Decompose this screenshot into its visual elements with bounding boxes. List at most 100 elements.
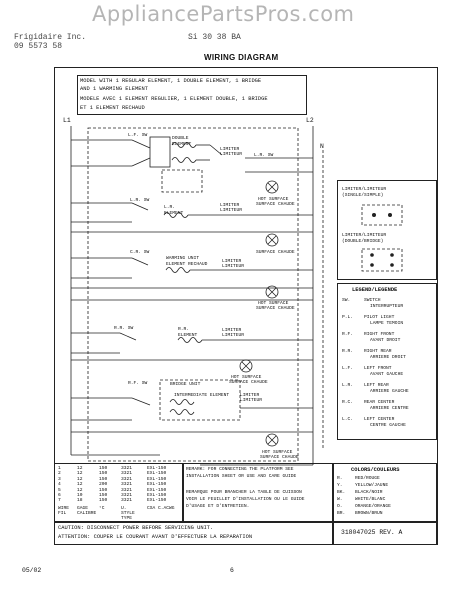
wire-table-cell: 150 [99,476,108,482]
caution-line-en: CAUTION: DISCONNECT POWER BEFORE SERVICI… [58,525,214,531]
legend-term-fr: CENTRE GAUCHE [370,423,406,428]
wire-table-cell: EXL-150 [147,466,167,471]
label-n: N [320,143,324,150]
legend-term-fr: AVANT DROIT [370,338,401,343]
colors-title: COLORS/COULEURS [351,467,400,473]
wire-table-header: GAGE CALIBRE [77,506,97,516]
component-label: L.R. [164,205,176,210]
legend-term-fr: LAMPE TEMOIN [370,321,404,326]
component-label: R.R. SW [114,326,134,331]
component-label: LIMITER [240,393,260,398]
color-name: BLACK/NOIR [355,490,383,495]
component-label: HOT SURFACE [258,197,289,202]
wire-table-cell: 3321 [121,487,133,493]
color-code: BK. [337,490,346,495]
legend-term-fr: ARRIERE CENTRE [370,406,409,411]
legend-code: P.L. [342,315,354,320]
color-name: WHITE/BLANC [355,497,386,502]
wire-table-cell: 150 [99,466,108,471]
legend-term-en: LEFT REAR [364,383,389,388]
part-number: 318047025 REV. A [341,529,403,536]
remark-line-1: REMARK: FOR CONNECTING THE PLATFORM SEE [186,467,294,472]
footer-date: 05/02 [22,567,42,574]
color-name: YELLOW/JAUNE [355,483,389,488]
legend-term-en: REAR CENTER [364,400,395,405]
limiter-double-label: LIMITER/LIMITEUR [342,233,387,238]
wire-table-cell: 3321 [121,498,133,504]
component-label: HOT SURFACE [262,450,293,455]
caution-line-fr: ATTENTION: COUPER LE COURANT AVANT D'EFF… [58,534,253,540]
label-l2: L2 [306,117,314,124]
wire-table-cell: 3321 [121,471,133,477]
component-label: SURFACE CHAUDE [256,250,295,255]
component-label: ELEMENT [178,333,198,338]
legend-term-en: RIGHT REAR [364,349,392,354]
component-label: LIMITER [220,203,240,208]
wire-table-cell: 6 [58,493,61,498]
component-label: LIMITER [220,147,240,152]
component-label: L.R. SW [130,198,150,203]
wire-table-cell: 3321 [121,493,133,498]
component-label: SURFACE CHAUDE [256,306,295,311]
wire-table-cell: 12 [77,482,83,488]
wire-table-cell: EXL-150 [147,498,167,504]
color-name: ORANGE/ORANGE [355,504,391,509]
legend-term-en: PILOT LIGHT [364,315,395,320]
component-label: L.R. SW [254,153,274,158]
component-label: LIMITEUR [222,333,245,338]
component-label: LIMITEUR [240,398,263,403]
header-doc-code: 09 5573 58 [14,42,63,51]
wire-table-header: U. STYLE TYPE [121,506,135,521]
wire-table-header: CSA C.ACWG [147,506,175,511]
component-label: LIMITER [222,328,242,333]
remark-line-2: INSTALLATION SHEET OR USE AND CARE GUIDE [186,474,297,479]
wire-table-header: °C [99,506,105,511]
component-label: SURFACE CHAUDE [256,202,295,207]
model-description-box: MODEL WITH 1 REGULAR ELEMENT, 1 DOUBLE E… [77,75,307,115]
component-label: R.R. [178,327,190,332]
wire-table-cell: 4 [58,482,61,488]
component-label: LIMITER [222,259,242,264]
legend-term-fr: INTERRUPTEUR [370,304,404,309]
component-label: LIMITEUR [222,264,245,269]
wire-table-cell: 150 [99,487,108,493]
color-code: W. [337,497,343,502]
wire-table-cell: EXL-150 [147,487,167,493]
wire-table-cell: 12 [77,476,83,482]
wire-table-cell: EXL-150 [147,476,167,482]
part-number-box: 318047025 REV. A [332,521,437,545]
remark-line-4: VOIR LE FEUILLET D'INSTALLATION OU LE GU… [186,497,305,502]
legend-term-fr: AVANT GAUCHE [370,372,404,377]
component-label: WARMING UNIT [166,256,200,261]
wire-table-cell: 7 [58,498,61,504]
color-code: Y. [337,483,343,488]
wire-table-cell: 150 [99,493,108,498]
limiter-single-sub: (SINGLE/SIMPLE) [342,193,384,198]
component-label: DOUBLE [172,136,189,141]
component-label: INTERMEDIATE ELEMENT [174,393,230,398]
legend-code: R.C. [342,400,354,405]
component-label: BRIDGE UNIT [170,382,201,387]
model-text-line-4: ET 1 ELEMENT RECHAUD [80,105,145,111]
component-label: ELEMENT [172,142,192,147]
legend-term-en: SWITCH [364,298,381,303]
watermark-text: AppliancePartsPros.com [92,2,355,26]
footer-page-number: 6 [230,567,234,574]
wire-table-cell: 10 [77,493,83,498]
wire-table-cell: 18 [77,498,83,504]
wire-table-cell: 200 [99,482,108,488]
label-l1: L1 [63,117,71,124]
wire-table-cell: 150 [99,471,108,477]
component-label: SURFACE CHAUDE [229,380,268,385]
limiter-single-label: LIMITER/LIMITEUR [342,187,387,192]
component-label: LIMITEUR [220,152,243,157]
remark-box: REMARK: FOR CONNECTING THE PLATFORM SEE … [182,463,334,523]
header-model-code: Si 30 38 BA [188,33,241,42]
legend-code: R.F. [342,332,354,337]
model-text-line-2: AND 1 WARMING ELEMENT [80,86,148,92]
model-text-line-1: MODEL WITH 1 REGULAR ELEMENT, 1 DOUBLE E… [80,78,262,84]
